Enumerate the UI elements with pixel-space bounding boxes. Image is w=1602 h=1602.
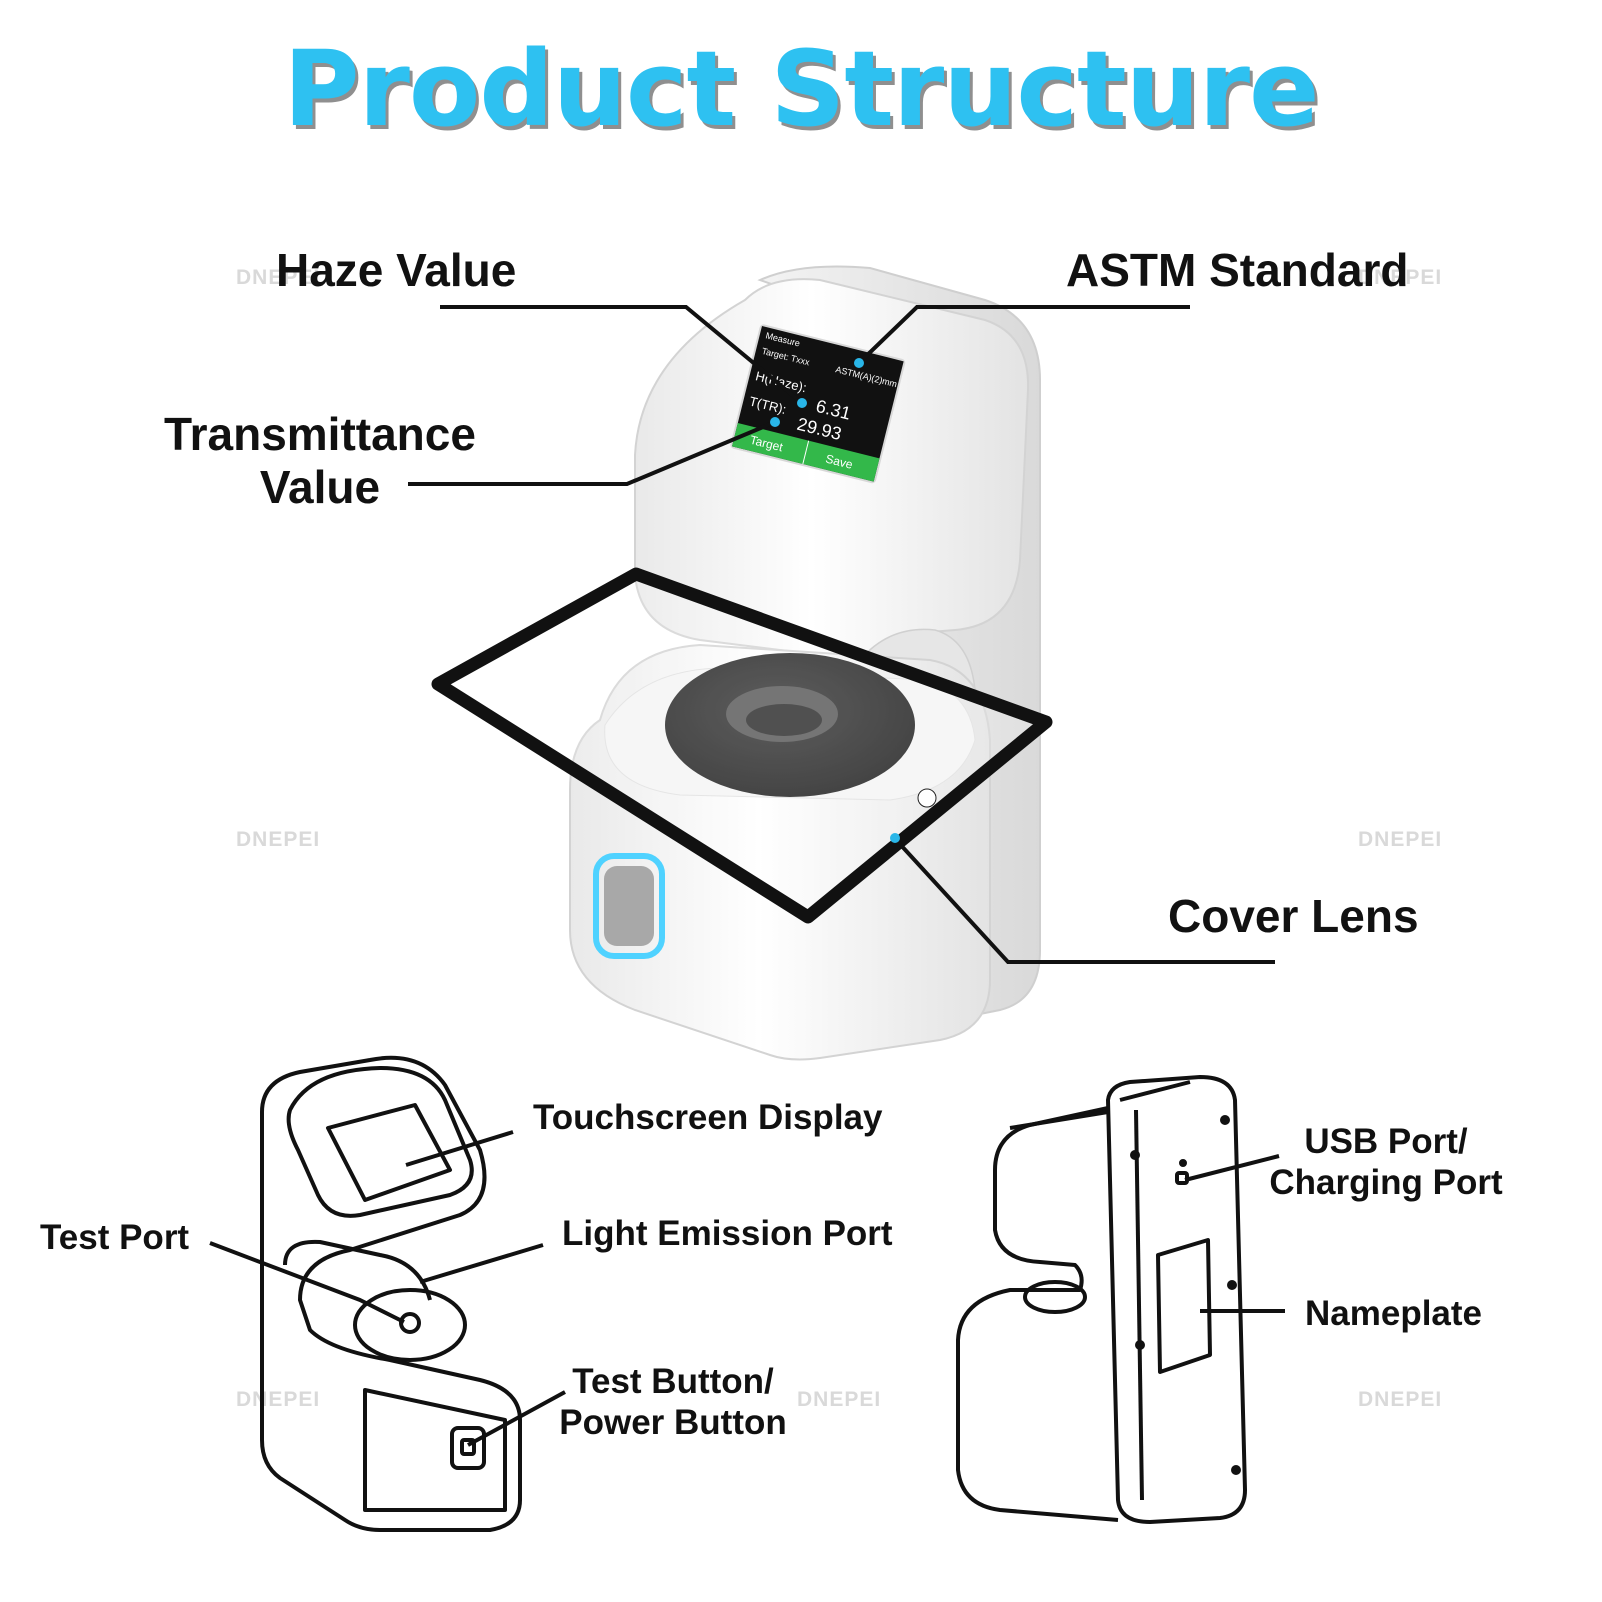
haze-value-label: Haze Value	[276, 244, 517, 296]
page-title: Product Structure	[283, 28, 1319, 150]
light-emission-port-label: Light Emission Port	[562, 1214, 893, 1253]
watermark: DNEPEI	[1358, 1388, 1443, 1411]
leader-dots	[770, 358, 900, 843]
line-drawing-front	[209, 1055, 566, 1532]
power-button-glow	[593, 853, 665, 959]
test-port-label: Test Port	[40, 1218, 190, 1257]
test-button-label-line2: Power Button	[559, 1402, 787, 1442]
touchscreen-display-label: Touchscreen Display	[533, 1098, 883, 1137]
watermark: DNEPEI	[236, 828, 321, 851]
cover-lens-leader	[896, 840, 1275, 964]
test-button-label: Test Button/ Power Button	[548, 1362, 798, 1443]
watermark: DNEPEI	[1358, 266, 1443, 289]
usb-port-label-line2: Charging Port	[1269, 1162, 1503, 1202]
watermark: DNEPEI	[797, 1388, 882, 1411]
front-drawing-port	[399, 1312, 421, 1334]
watermark: DNEPEI	[236, 1388, 321, 1411]
astm-standard-label: ASTM Standard	[1066, 244, 1409, 296]
transmittance-label-line1: Transmittance	[164, 408, 476, 460]
watermark: DNEPEI	[236, 266, 321, 289]
transmittance-label-line2: Value	[259, 461, 381, 514]
test-button-label-line1: Test Button/	[572, 1362, 774, 1401]
transmittance-value-label: Transmittance Value	[150, 408, 490, 515]
leader-lines	[408, 305, 1275, 964]
watermark: DNEPEI	[1358, 828, 1443, 851]
cover-lens-hole	[917, 788, 937, 808]
screen-button-save: Save	[824, 452, 854, 472]
power-button	[604, 866, 654, 946]
astm-leader	[857, 305, 1190, 365]
cover-lens-label: Cover Lens	[1168, 890, 1419, 942]
cover-lens	[431, 567, 1053, 924]
front-drawing-screen	[326, 1103, 452, 1202]
transmittance-leader	[408, 420, 776, 486]
line-drawing-back	[956, 1075, 1285, 1524]
usb-port-label: USB Port/ Charging Port	[1256, 1122, 1516, 1203]
back-drawing-nameplate	[1156, 1238, 1212, 1374]
usb-port-label-line1: USB Port/	[1304, 1122, 1468, 1161]
nameplate-label: Nameplate	[1305, 1294, 1483, 1333]
haze-leader	[440, 305, 804, 405]
main-device: Measure Target: Txxx ASTM(A)(2)mm H(Haze…	[431, 265, 1053, 1061]
front-drawing-button	[450, 1426, 486, 1470]
